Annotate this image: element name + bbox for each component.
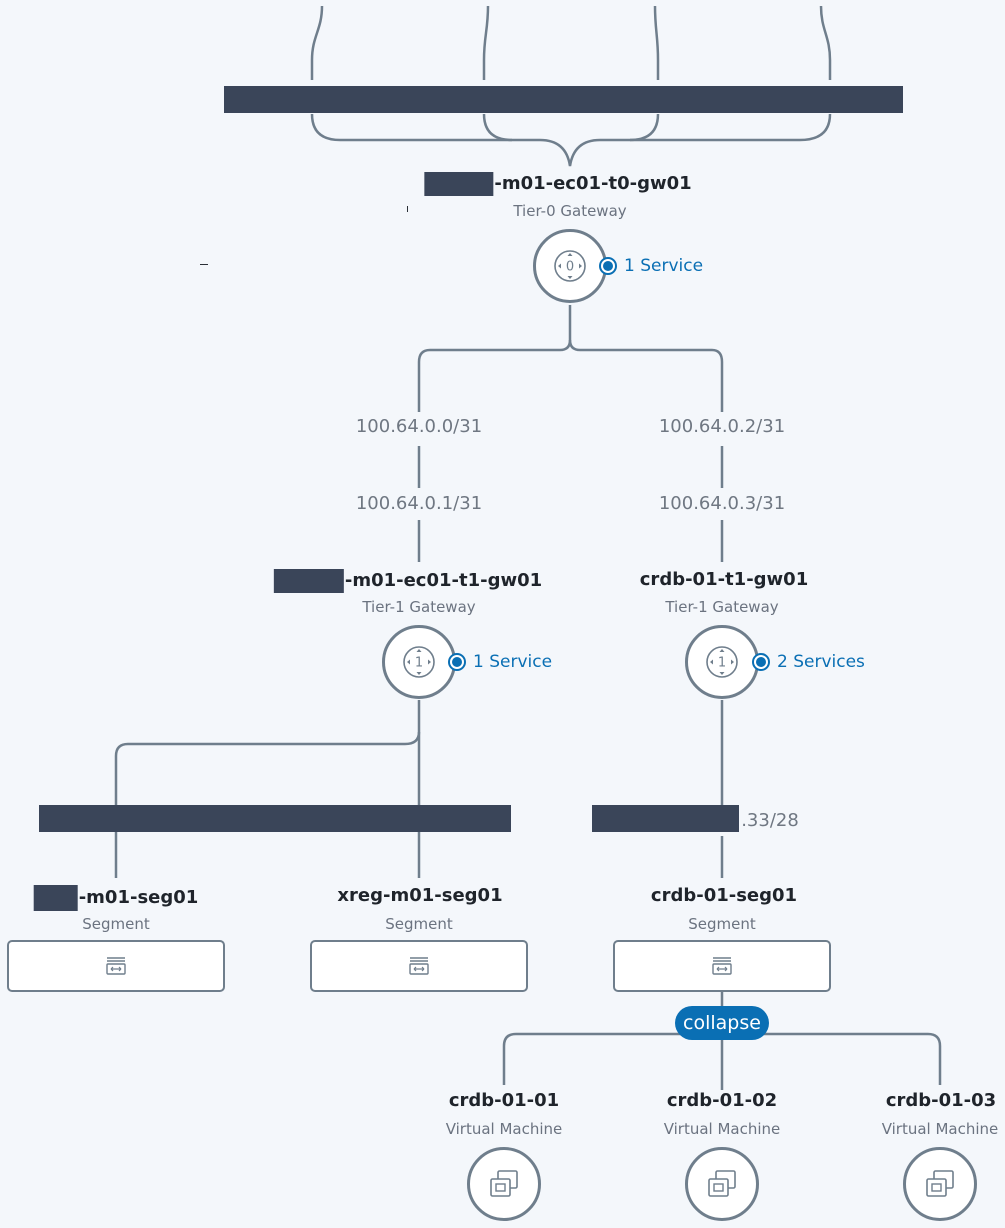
vm-3-node[interactable] bbox=[903, 1147, 977, 1221]
tier1-right-gateway-node[interactable]: 1 bbox=[685, 625, 759, 699]
virtual-machine-icon bbox=[490, 1170, 518, 1197]
name-redaction bbox=[33, 885, 78, 911]
tier1-right-services-link[interactable]: 2 Services bbox=[752, 652, 865, 672]
tier0-gateway-type: Tier-0 Gateway bbox=[513, 202, 627, 220]
vm-2-name[interactable]: crdb-01-02 bbox=[666, 1090, 778, 1111]
mark bbox=[200, 264, 208, 265]
vm-1-node[interactable] bbox=[467, 1147, 541, 1221]
segment-1-name[interactable]: -m01-seg01 bbox=[33, 885, 198, 911]
tier1-right-gateway-name[interactable]: crdb-01-t1-gw01 bbox=[639, 569, 809, 590]
segment-icon bbox=[106, 957, 126, 975]
services-indicator-icon bbox=[448, 653, 466, 671]
tier1-right-uplink-ip-bottom: 100.64.0.3/31 bbox=[656, 493, 788, 515]
tier1-router-icon: 1 bbox=[706, 646, 738, 678]
segment-3-name[interactable]: crdb-01-seg01 bbox=[650, 885, 798, 906]
vm-1-type: Virtual Machine bbox=[445, 1120, 563, 1138]
tier1-left-uplink-ip-bottom: 100.64.0.1/31 bbox=[353, 493, 485, 515]
segment-2-node[interactable] bbox=[310, 940, 528, 992]
vm-3-name[interactable]: crdb-01-03 bbox=[885, 1090, 997, 1111]
upstream-redaction-bar bbox=[224, 86, 903, 113]
name-redaction bbox=[424, 172, 494, 196]
segment-icon bbox=[712, 957, 732, 975]
services-indicator-icon bbox=[752, 653, 770, 671]
segment-3-type: Segment bbox=[688, 915, 756, 933]
virtual-machine-icon bbox=[926, 1170, 954, 1197]
segment-2-type: Segment bbox=[385, 915, 453, 933]
svg-text:1: 1 bbox=[415, 656, 423, 671]
vm-2-node[interactable] bbox=[685, 1147, 759, 1221]
tier1-left-gateway-name[interactable]: -m01-ec01-t1-gw01 bbox=[273, 569, 542, 593]
virtual-machine-icon bbox=[708, 1170, 736, 1197]
segment-icon bbox=[409, 957, 429, 975]
name-redaction bbox=[273, 569, 344, 593]
vm-1-name[interactable]: crdb-01-01 bbox=[448, 1090, 560, 1111]
tier0-router-icon: 0 bbox=[554, 250, 586, 282]
collapse-button[interactable]: collapse bbox=[675, 1006, 769, 1040]
tier1-right-gateway-type: Tier-1 Gateway bbox=[665, 598, 779, 616]
vm-2-type: Virtual Machine bbox=[663, 1120, 781, 1138]
left-subnets-redaction-bar bbox=[39, 805, 511, 832]
svg-text:1: 1 bbox=[718, 656, 726, 671]
tier1-left-uplink-ip-top: 100.64.0.0/31 bbox=[353, 416, 485, 438]
right-subnet-redaction bbox=[592, 805, 739, 832]
crdb-segment-subnet: .33/28 bbox=[741, 810, 799, 831]
tier1-left-gateway-node[interactable]: 1 bbox=[382, 625, 456, 699]
tier0-gateway-node[interactable]: 0 bbox=[533, 229, 607, 303]
tier1-left-services-link[interactable]: 1 Service bbox=[448, 652, 552, 672]
segment-2-name[interactable]: xreg-m01-seg01 bbox=[337, 885, 503, 906]
tier0-services-link[interactable]: 1 Service bbox=[599, 256, 703, 276]
segment-1-node[interactable] bbox=[7, 940, 225, 992]
segment-3-node[interactable] bbox=[613, 940, 831, 992]
tier1-right-uplink-ip-top: 100.64.0.2/31 bbox=[656, 416, 788, 438]
tier1-left-gateway-type: Tier-1 Gateway bbox=[362, 598, 476, 616]
services-indicator-icon bbox=[599, 257, 617, 275]
mark bbox=[407, 206, 408, 212]
tier0-gateway-name[interactable]: -m01-ec01-t0-gw01 bbox=[424, 172, 692, 196]
svg-text:0: 0 bbox=[566, 260, 574, 275]
tier1-router-icon: 1 bbox=[403, 646, 435, 678]
segment-1-type: Segment bbox=[82, 915, 150, 933]
vm-3-type: Virtual Machine bbox=[881, 1120, 999, 1138]
